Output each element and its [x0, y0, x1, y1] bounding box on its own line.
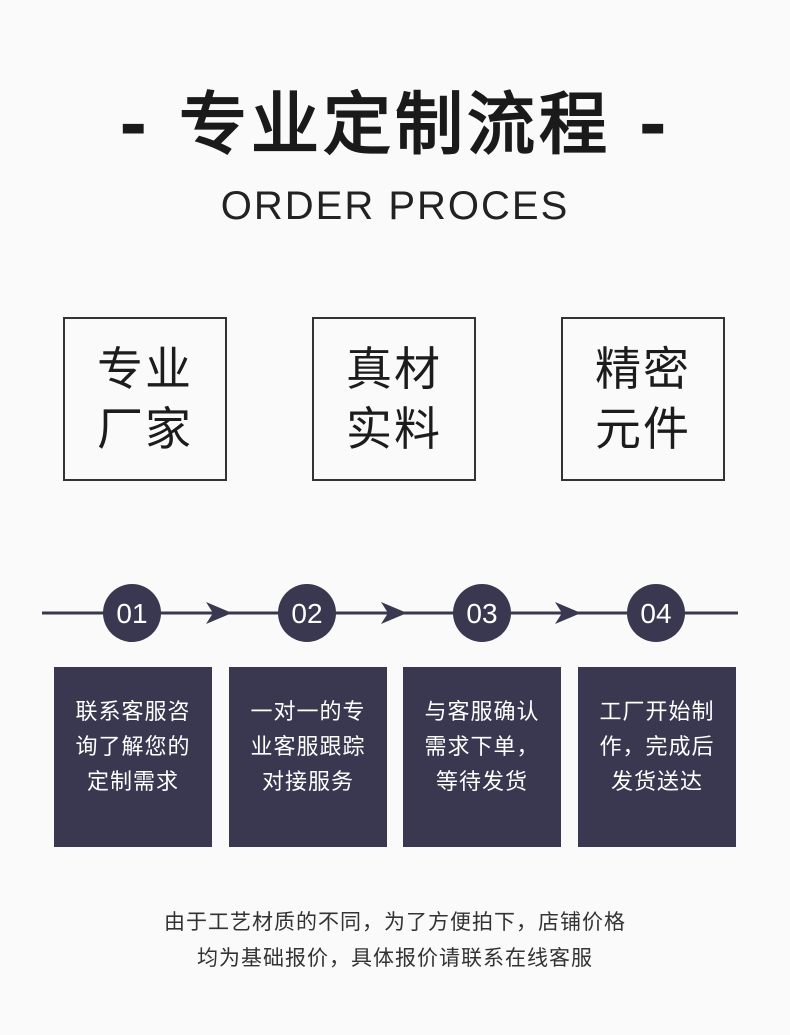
step-text: 工厂开始制: [599, 700, 715, 725]
step-text: 与客服确认: [424, 700, 540, 725]
feature-text: 专业: [97, 342, 193, 396]
step-text: 询了解您的: [75, 735, 191, 760]
step-text: 对接服务: [261, 770, 354, 795]
step-circle: [627, 584, 685, 642]
step-card-delivery: 工厂开始制 作，完成后 发货送达: [578, 667, 736, 847]
step-number: 03: [466, 598, 497, 629]
feature-text: 元件: [595, 402, 691, 456]
step-card-service: 一对一的专 业客服跟踪 对接服务: [229, 667, 387, 847]
step-card-contact: 联系客服咨 询了解您的 定制需求: [54, 667, 212, 847]
step-circle: [103, 584, 161, 642]
step-number: 02: [291, 598, 322, 629]
page-subtitle: ORDER PROCES: [220, 184, 570, 228]
feature-box-components: 精密 元件: [561, 317, 725, 481]
feature-box-factory: 专业 厂家: [63, 317, 227, 481]
arrow-right-icon: [381, 602, 407, 624]
pricing-note: 由于工艺材质的不同，为了方便拍下，店铺价格: [164, 910, 626, 934]
feature-text: 真材: [346, 342, 442, 396]
arrow-right-icon: [555, 602, 581, 624]
step-circle: [453, 584, 511, 642]
feature-text: 实料: [346, 402, 442, 456]
pricing-note: 均为基础报价，具体报价请联系在线客服: [197, 946, 593, 970]
process-timeline: 01 02 03 04: [42, 584, 738, 642]
step-text: 等待发货: [435, 770, 528, 795]
step-text: 业客服跟踪: [250, 735, 366, 760]
step-text: 一对一的专: [250, 700, 366, 725]
feature-text: 精密: [595, 342, 691, 396]
step-text: 发货送达: [610, 770, 703, 795]
step-text: 需求下单，: [424, 735, 540, 760]
arrow-right-icon: [206, 602, 232, 624]
step-text: 联系客服咨: [75, 700, 191, 725]
feature-box-materials: 真材 实料: [312, 317, 476, 481]
page-title: - 专业定制流程 -: [119, 86, 671, 165]
step-text: 定制需求: [86, 770, 179, 795]
step-circle: [278, 584, 336, 642]
step-number: 04: [640, 598, 671, 629]
step-number: 01: [116, 598, 147, 629]
feature-text: 厂家: [97, 402, 193, 456]
step-card-order: 与客服确认 需求下单， 等待发货: [403, 667, 561, 847]
step-text: 作，完成后: [599, 735, 715, 760]
